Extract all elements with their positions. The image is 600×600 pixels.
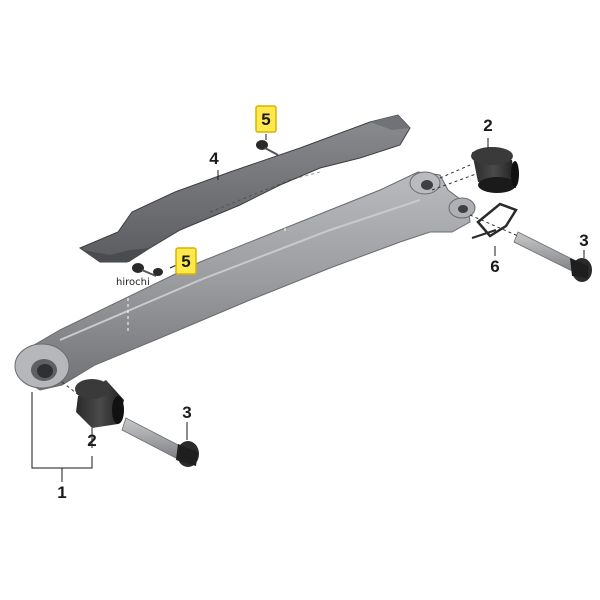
bolt-top <box>513 231 592 282</box>
callout-6: 6 <box>490 257 499 276</box>
callout-highlight <box>175 247 197 275</box>
cover-part <box>78 114 411 263</box>
callout-1: 1 <box>57 483 66 502</box>
callout-2-bottom: 2 <box>87 431 96 450</box>
callout-5-top: 5 <box>261 110 270 129</box>
watermark-text: hirochi <box>116 277 150 288</box>
screw-mid <box>132 263 163 277</box>
clip-part <box>471 202 518 239</box>
assembly-line <box>469 214 519 237</box>
callout-4: 4 <box>209 149 219 168</box>
callout-highlight <box>255 105 277 133</box>
callout-2-top: 2 <box>483 116 492 135</box>
screw-top <box>256 140 279 156</box>
assembly-line <box>431 173 477 191</box>
bolt-bottom <box>121 417 199 467</box>
bushing-bottom <box>75 379 124 428</box>
arm-part <box>14 171 476 391</box>
assembly-line <box>439 164 471 179</box>
callout-3-bottom: 3 <box>182 403 191 422</box>
assembly-line <box>61 381 81 397</box>
callout-5-mid: 5 <box>181 252 190 271</box>
leader-lines <box>31 134 585 482</box>
callout-3-top: 3 <box>579 231 588 250</box>
bushing-top <box>471 147 519 193</box>
